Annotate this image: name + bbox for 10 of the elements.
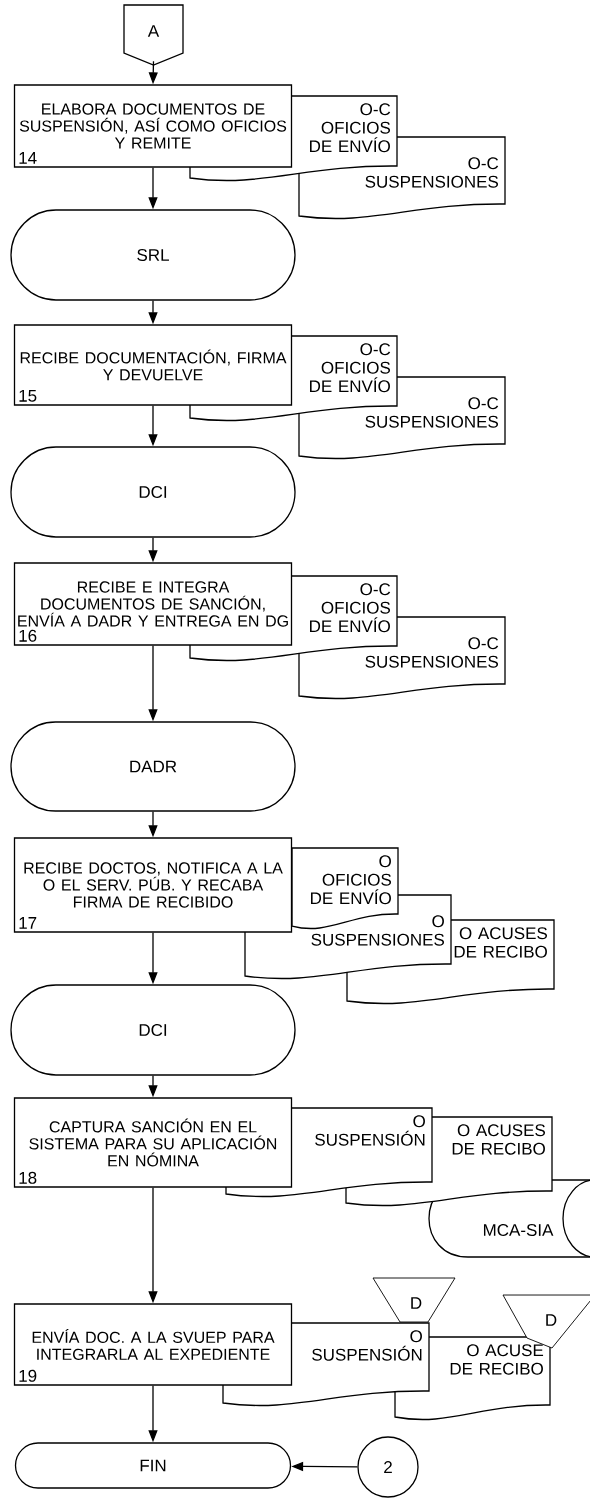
off-page-connector: A [123,4,184,66]
step-number: 16 [19,629,37,642]
node-label: MCA-SIA [483,1223,554,1237]
step-number: 14 [19,152,37,164]
step-number: 17 [19,917,37,929]
step-number: 19 [19,1369,37,1382]
node-label: D [546,1314,557,1326]
step-number: 15 [19,389,37,402]
step-number: 18 [19,1171,37,1184]
archive-triangle: D [372,1277,456,1323]
